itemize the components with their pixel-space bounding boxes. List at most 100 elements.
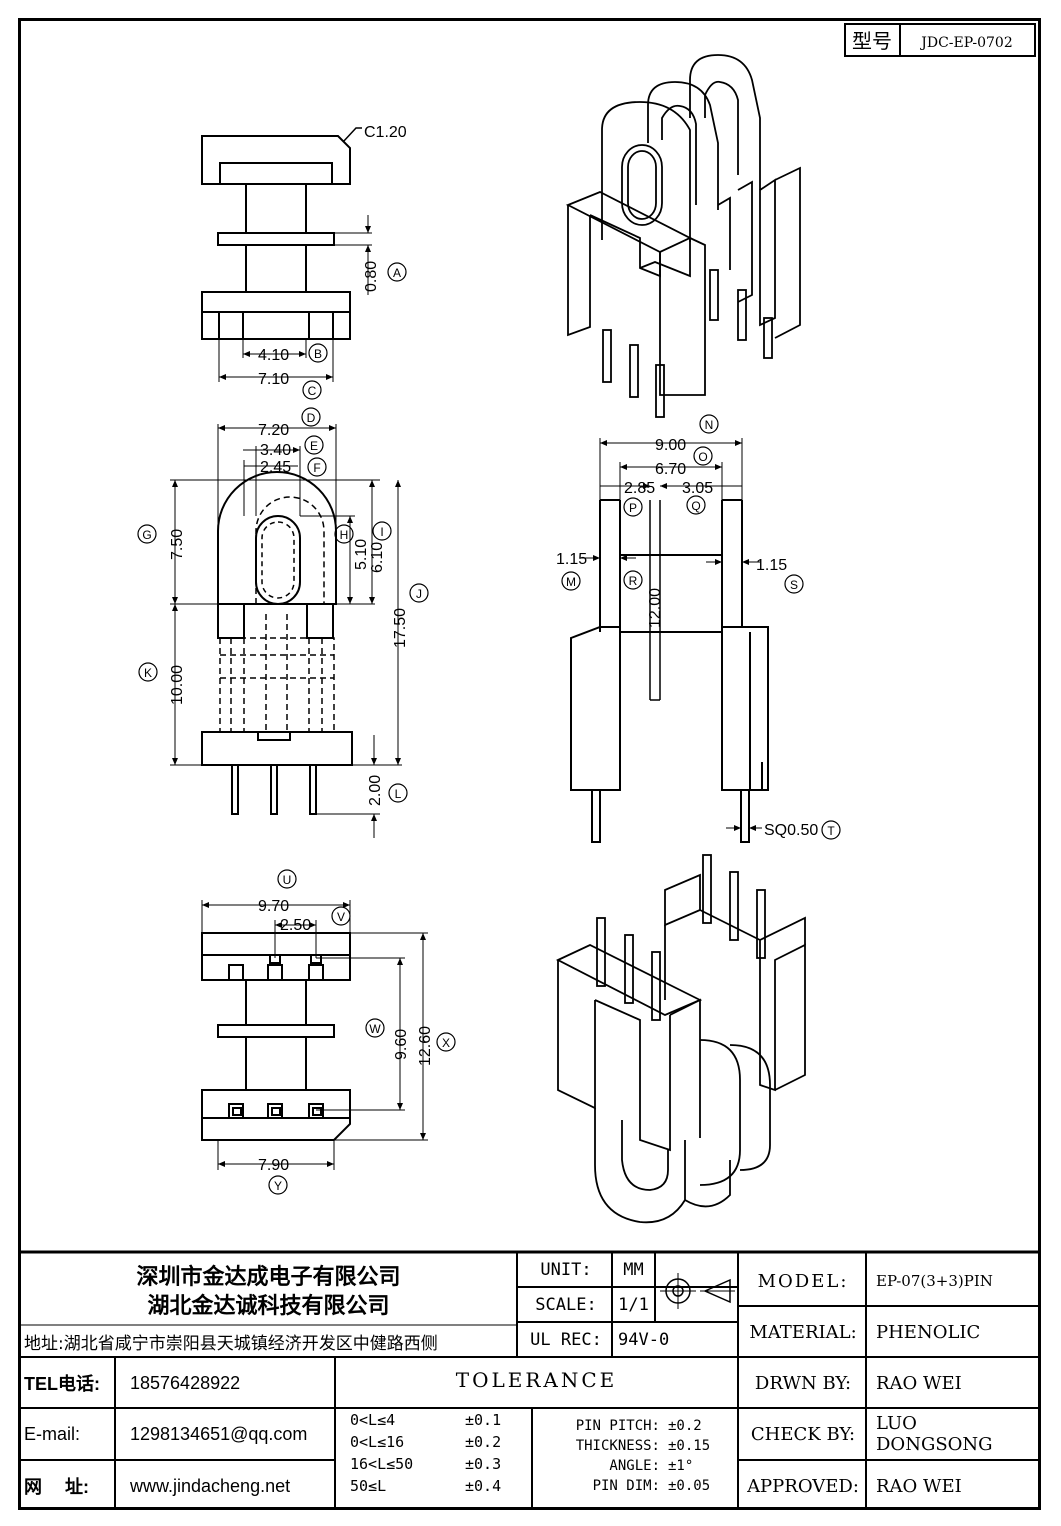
- svg-text:N: N: [705, 418, 714, 432]
- tol-range-4: 50≤L: [350, 1477, 387, 1495]
- tol-range-2: 0<L≤16: [350, 1433, 405, 1451]
- scale-value: 1/1: [618, 1295, 649, 1315]
- email-label: E-mail:: [24, 1423, 81, 1444]
- material-label: MATERIAL:: [749, 1321, 857, 1343]
- tol-pin-pitch-label: PIN PITCH:: [575, 1418, 660, 1434]
- tel-value: 18576428922: [130, 1372, 241, 1393]
- unit-value: MM: [623, 1260, 644, 1280]
- svg-text:J: J: [416, 587, 422, 601]
- dim-e: 3.40: [260, 442, 291, 459]
- svg-text:Q: Q: [691, 499, 700, 513]
- svg-text:M: M: [566, 575, 576, 589]
- svg-text:O: O: [698, 450, 707, 464]
- callout-b: B: [308, 343, 328, 363]
- dim-t: SQ0.50: [764, 822, 818, 839]
- dim-n: 9.00: [655, 437, 686, 454]
- tol-thickness-value: ±0.15: [668, 1438, 711, 1454]
- isometric-view-top: [565, 54, 801, 418]
- tol-range-1: 0<L≤4: [350, 1411, 396, 1429]
- callout-r: R: [623, 570, 643, 590]
- dim-w: 9.60: [393, 1029, 410, 1060]
- ul-label: UL REC:: [530, 1330, 602, 1350]
- svg-text:Y: Y: [274, 1179, 282, 1193]
- svg-text:H: H: [340, 528, 349, 542]
- dim-d: 7.20: [258, 422, 289, 439]
- callout-y: Y: [268, 1175, 288, 1195]
- drawing-frame: [18, 18, 1041, 1510]
- callout-e: E: [304, 435, 324, 455]
- svg-text:G: G: [142, 528, 151, 542]
- dim-h: 5.10: [353, 539, 370, 570]
- company-name-1: 深圳市金达成电子有限公司: [136, 1265, 401, 1290]
- callout-letters: A B C D E F G H I J K L M N O P Q R S T …: [137, 262, 841, 1195]
- dim-u: 9.70: [258, 898, 289, 915]
- model-number-box: 型号 JDC-EP-0702: [844, 23, 1036, 57]
- model-value: EP-07(3+3)PIN: [876, 1272, 993, 1290]
- model-box-label: 型号: [852, 29, 892, 53]
- callout-h: H: [334, 524, 354, 544]
- svg-text:C: C: [308, 384, 317, 398]
- svg-text:U: U: [283, 873, 292, 887]
- callout-j: J: [409, 583, 429, 603]
- callout-u: U: [277, 869, 297, 889]
- unit-label: UNIT:: [540, 1260, 592, 1280]
- bottom-view: 9.70 2.50 9.60 12.60 7.90: [201, 898, 434, 1174]
- tol-value-4: ±0.4: [465, 1477, 502, 1495]
- svg-text:B: B: [314, 347, 322, 361]
- svg-text:A: A: [393, 266, 401, 280]
- callout-p: P: [623, 497, 643, 517]
- svg-text:T: T: [827, 824, 835, 838]
- dim-p: 2.85: [624, 480, 655, 497]
- callout-n: N: [699, 414, 719, 434]
- svg-text:V: V: [337, 910, 345, 924]
- svg-text:S: S: [790, 578, 798, 592]
- ul-value: 94V-0: [618, 1330, 670, 1350]
- callout-g: G: [137, 524, 157, 544]
- dim-r: 12.00: [647, 588, 664, 628]
- svg-text:W: W: [369, 1022, 381, 1036]
- chamfer-label: C1.20: [364, 124, 407, 141]
- dim-j: 17.50: [392, 608, 409, 648]
- svg-text:R: R: [629, 574, 638, 588]
- tol-value-3: ±0.3: [465, 1455, 502, 1473]
- dim-c: 7.10: [258, 371, 289, 388]
- model-label: MODEL:: [757, 1270, 849, 1292]
- svg-text:F: F: [313, 461, 320, 475]
- company-address: 地址:湖北省咸宁市崇阳县天城镇经济开发区中健路西侧: [24, 1333, 438, 1354]
- dim-v: 2.50: [280, 917, 311, 934]
- dim-k: 10.00: [169, 665, 186, 705]
- company-name-2: 湖北金达诚科技有限公司: [147, 1294, 390, 1319]
- website-value: www.jindacheng.net: [130, 1475, 291, 1496]
- dim-l: 2.00: [367, 775, 384, 806]
- dim-b: 4.10: [258, 347, 289, 364]
- tol-thickness-label: THICKNESS:: [575, 1438, 660, 1454]
- email-value: 1298134651@qq.com: [130, 1423, 308, 1444]
- approved-label: APPROVED:: [747, 1475, 859, 1497]
- callout-o: O: [693, 446, 713, 466]
- tolerance-title: TOLERANCE: [455, 1368, 618, 1392]
- projection-symbol-icon: [660, 1273, 735, 1309]
- callout-s: S: [784, 574, 804, 594]
- tel-label: TEL电话:: [24, 1374, 100, 1394]
- dim-g: 7.50: [169, 529, 186, 560]
- tol-pin-dim-value: ±0.05: [668, 1478, 711, 1494]
- tol-pin-pitch-value: ±0.2: [668, 1418, 702, 1434]
- callout-w: W: [365, 1018, 385, 1038]
- svg-text:I: I: [380, 525, 383, 539]
- isometric-view-bottom: [555, 854, 806, 1224]
- front-view: 7.20 3.40 2.45 7.50 5.10 6.10 17.50 10.0…: [169, 422, 409, 838]
- dim-q: 3.05: [682, 480, 713, 497]
- check-by-value: LUO DONGSONG: [876, 1413, 993, 1455]
- callout-i: I: [372, 521, 392, 541]
- dim-a: 0.80: [363, 261, 380, 292]
- svg-text:K: K: [144, 666, 152, 680]
- top-view: C1.20 0.80 4.10 7.10: [201, 124, 407, 388]
- dim-i: 6.10: [369, 542, 386, 573]
- svg-text:X: X: [442, 1036, 450, 1050]
- tol-value-1: ±0.1: [465, 1411, 502, 1429]
- callout-c: C: [302, 380, 322, 400]
- dim-f: 2.45: [260, 459, 291, 476]
- callout-a: A: [387, 262, 407, 282]
- tol-angle-label: ANGLE:: [609, 1458, 660, 1474]
